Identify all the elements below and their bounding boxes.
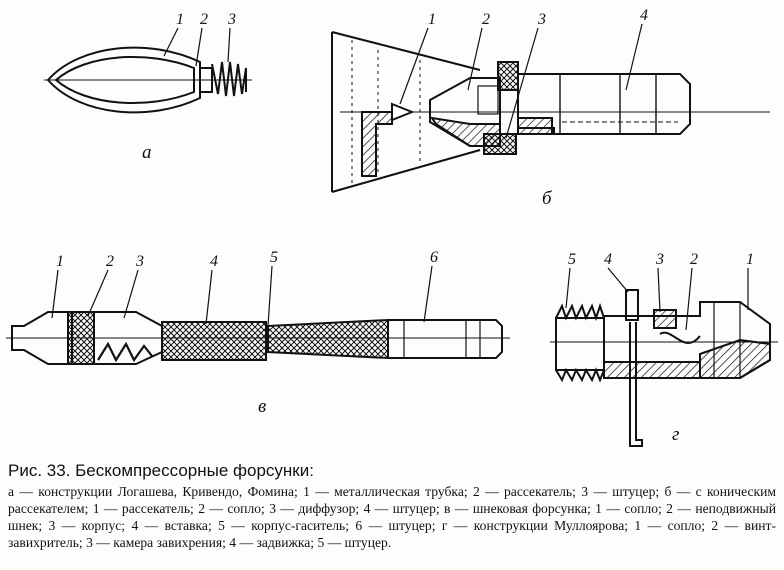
label-v-1: 1: [56, 253, 64, 270]
label-a-1: 1: [176, 11, 184, 28]
figure-caption: Рис. 33. Бескомпрессорные форсунки: а — …: [8, 462, 776, 551]
drawing-v: [6, 311, 510, 365]
label-v-3: 3: [135, 253, 144, 270]
drawing-b: [331, 31, 770, 193]
drawing-b-labels: 1 2 3 4 б: [399, 7, 648, 209]
drawing-g: [550, 289, 778, 447]
label-g-letter: г: [672, 424, 679, 445]
label-g-2: 2: [690, 251, 698, 268]
drawing-a: [44, 46, 252, 114]
label-g-4: 4: [604, 251, 612, 268]
drawing-g-labels: 5 4 3 2 1 г: [565, 251, 754, 445]
label-g-3: 3: [655, 251, 664, 268]
label-b-2: 2: [482, 11, 490, 28]
label-v-4: 4: [210, 253, 218, 270]
label-b-4: 4: [640, 7, 648, 24]
label-v-6: 6: [430, 249, 438, 266]
label-b-1: 1: [428, 11, 436, 28]
label-b-letter: б: [542, 188, 553, 209]
caption-title: Рис. 33. Бескомпрессорные форсунки:: [8, 461, 314, 480]
drawing-a-labels: 1 2 3 а: [142, 11, 236, 163]
label-g-5: 5: [568, 251, 576, 268]
label-a-3: 3: [227, 11, 236, 28]
label-b-3: 3: [537, 11, 546, 28]
drawing-v-labels: 1 2 3 4 5 6 в: [51, 249, 438, 417]
label-v-letter: в: [258, 396, 266, 417]
caption-body: а — конструкции Логашева, Кривендо, Фоми…: [8, 484, 776, 550]
label-g-1: 1: [746, 251, 754, 268]
label-a-letter: а: [142, 142, 152, 163]
figure-drawings: 1 2 3 а 1 2: [6, 7, 778, 447]
label-a-2: 2: [200, 11, 208, 28]
label-v-2: 2: [106, 253, 114, 270]
label-v-5: 5: [270, 249, 278, 266]
